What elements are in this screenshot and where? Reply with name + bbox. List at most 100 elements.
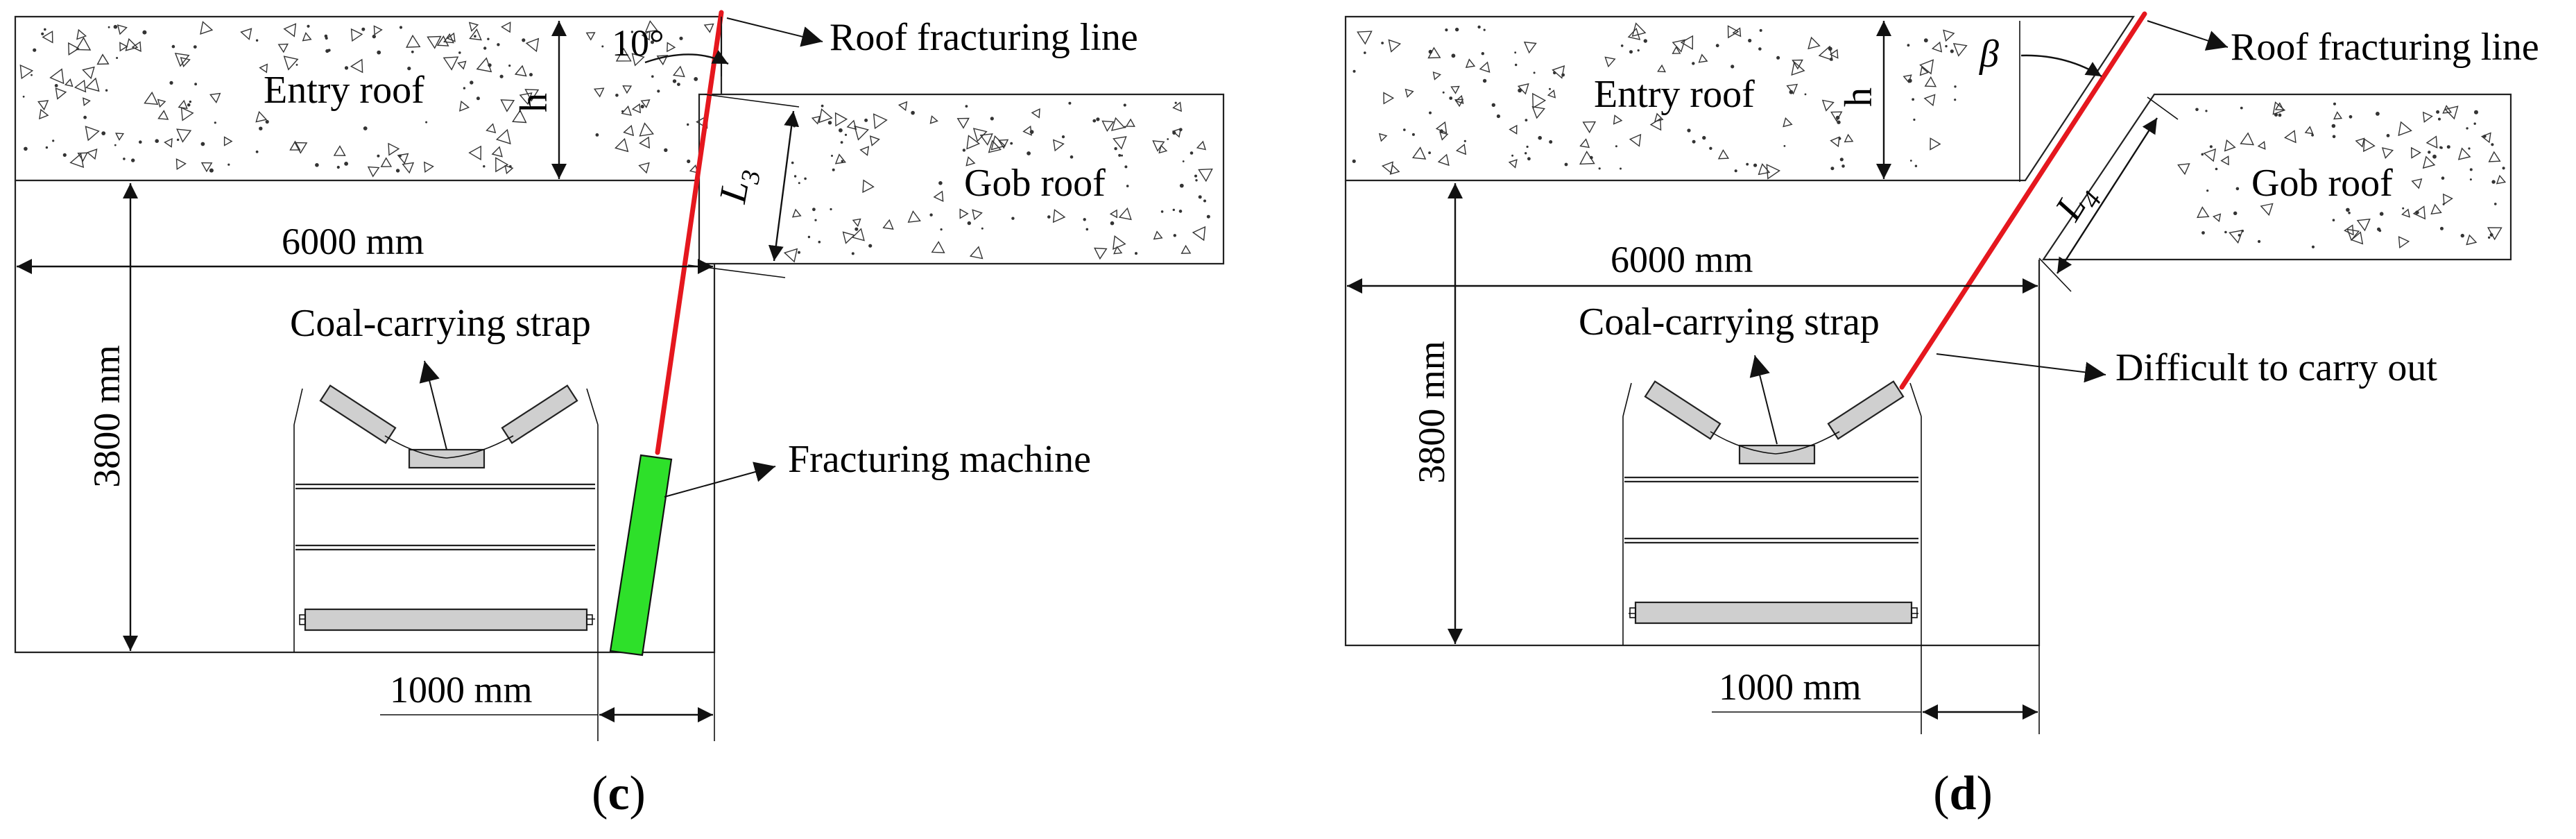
rock-grain-dot bbox=[1203, 199, 1206, 203]
rock-grain-dot bbox=[2332, 219, 2335, 222]
rock-grain-triangle bbox=[504, 164, 514, 175]
panel-c: Entry roof Gob roof h 10° L3 6000 mm 380… bbox=[14, 10, 1225, 820]
entry-outline bbox=[1344, 180, 2041, 647]
rock-grain-dot bbox=[1913, 118, 1916, 121]
rock-grain-triangle bbox=[491, 146, 503, 158]
rock-grain-dot bbox=[2201, 153, 2204, 156]
rock-grain-dot bbox=[672, 79, 677, 83]
rock-grain-dot bbox=[1912, 98, 1915, 101]
rock-grain-triangle bbox=[1113, 136, 1127, 150]
rock-grain-dot bbox=[1839, 158, 1844, 162]
rock-grain-dot bbox=[1085, 228, 1089, 231]
cut-length-label: L3 bbox=[711, 164, 766, 208]
entry-roof-texture bbox=[19, 20, 714, 178]
rock-grain-dot bbox=[1753, 163, 1758, 167]
rock-grain-triangle bbox=[468, 145, 482, 161]
rock-grain-triangle bbox=[1153, 230, 1163, 240]
rock-grain-dot bbox=[1620, 167, 1622, 170]
rock-grain-triangle bbox=[1509, 124, 1518, 135]
strap-pointer bbox=[1749, 355, 1778, 445]
rock-grain-triangle bbox=[1432, 71, 1441, 80]
entry-width-label: 6000 mm bbox=[1611, 239, 1753, 280]
rock-grain-triangle bbox=[1517, 83, 1529, 95]
rock-grain-triangle bbox=[907, 210, 921, 223]
rock-grain-dot bbox=[929, 213, 933, 217]
rock-grain-triangle bbox=[457, 60, 467, 70]
rock-grain-dot bbox=[1068, 101, 1072, 105]
rock-grain-triangle bbox=[164, 137, 173, 148]
rock-grain-dot bbox=[1533, 71, 1536, 74]
rock-grain-triangle bbox=[593, 87, 605, 98]
rock-grain-dot bbox=[1715, 44, 1719, 48]
rock-grain-triangle bbox=[834, 153, 847, 164]
rock-grain-triangle bbox=[1792, 59, 1803, 70]
rock-grain-dot bbox=[1381, 42, 1384, 44]
rock-grain-triangle bbox=[2177, 163, 2190, 176]
rock-grain-triangle bbox=[703, 23, 714, 33]
rock-grain-triangle bbox=[631, 103, 642, 114]
rock-grain-dot bbox=[844, 133, 848, 136]
rock-grain-triangle bbox=[2356, 218, 2371, 232]
rock-grain-triangle bbox=[1629, 133, 1642, 147]
rock-grain-dot bbox=[1364, 51, 1366, 54]
rock-grain-dot bbox=[1954, 85, 1957, 88]
rock-grain-dot bbox=[1515, 63, 1518, 67]
rock-grain-dot bbox=[487, 37, 490, 40]
roof-fracturing-line bbox=[1899, 11, 2147, 390]
rock-grain-triangle bbox=[1547, 89, 1556, 99]
rock-grain-dot bbox=[1114, 147, 1117, 151]
rock-grain-dot bbox=[818, 240, 821, 244]
rock-grain-triangle bbox=[209, 92, 221, 103]
rock-grain-triangle bbox=[852, 218, 861, 228]
rock-grain-dot bbox=[45, 146, 49, 149]
rock-grain-dot bbox=[54, 84, 58, 87]
rock-grain-triangle bbox=[1439, 131, 1449, 141]
rock-grain-dot bbox=[325, 49, 329, 53]
gob-roof-block bbox=[698, 93, 1225, 265]
rock-grain-triangle bbox=[277, 43, 289, 53]
rock-grain-dot bbox=[840, 141, 843, 144]
rock-grain-dot bbox=[2376, 112, 2380, 116]
rock-grain-dot bbox=[398, 154, 402, 158]
rock-grain-triangle bbox=[2260, 203, 2274, 217]
rock-grain-triangle bbox=[39, 108, 49, 120]
rock-grain-dot bbox=[522, 38, 526, 42]
rock-grain-dot bbox=[189, 100, 191, 103]
rock-grain-dot bbox=[1477, 25, 1481, 29]
rock-grain-triangle bbox=[585, 32, 596, 41]
rock-grain-dot bbox=[1194, 174, 1197, 178]
rock-grain-triangle bbox=[842, 231, 855, 244]
panel-d-caption: (d) bbox=[1933, 767, 1993, 820]
rock-grain-triangle bbox=[514, 65, 527, 77]
rock-grain-dot bbox=[1945, 44, 1948, 48]
rock-grain-triangle bbox=[512, 109, 527, 124]
rock-grain-triangle bbox=[990, 135, 1006, 151]
rock-grain-dot bbox=[1092, 119, 1097, 123]
rock-grain-triangle bbox=[1172, 101, 1182, 112]
rock-grain-dot bbox=[265, 119, 269, 124]
rock-grain-triangle bbox=[289, 140, 301, 151]
rock-grain-dot bbox=[458, 51, 461, 54]
rock-grain-triangle bbox=[255, 110, 268, 123]
rock-grain-dot bbox=[1135, 252, 1137, 255]
rock-grain-triangle bbox=[406, 34, 421, 48]
rock-grain-dot bbox=[2348, 212, 2351, 214]
rock-grain-triangle bbox=[1113, 246, 1123, 255]
rock-grain-triangle bbox=[2411, 178, 2423, 189]
rock-grain-dot bbox=[116, 57, 119, 59]
rock-grain-triangle bbox=[77, 152, 88, 162]
rock-grain-dot bbox=[214, 121, 216, 124]
rock-grain-triangle bbox=[965, 156, 976, 167]
clearance-label: 1000 mm bbox=[1719, 666, 1862, 708]
rock-grain-dot bbox=[2349, 115, 2353, 119]
rock-grain-dot bbox=[1553, 71, 1556, 75]
rock-grain-triangle bbox=[380, 157, 393, 167]
rock-grain-dot bbox=[1463, 139, 1466, 142]
rock-grain-triangle bbox=[1552, 65, 1565, 79]
rock-grain-dot bbox=[1010, 142, 1013, 145]
rock-grain-dot bbox=[1195, 179, 1198, 182]
rock-grain-triangle bbox=[397, 153, 409, 164]
rock-grain-dot bbox=[1702, 135, 1706, 140]
rock-grain-dot bbox=[1830, 167, 1835, 171]
rock-grain-triangle bbox=[402, 162, 415, 174]
